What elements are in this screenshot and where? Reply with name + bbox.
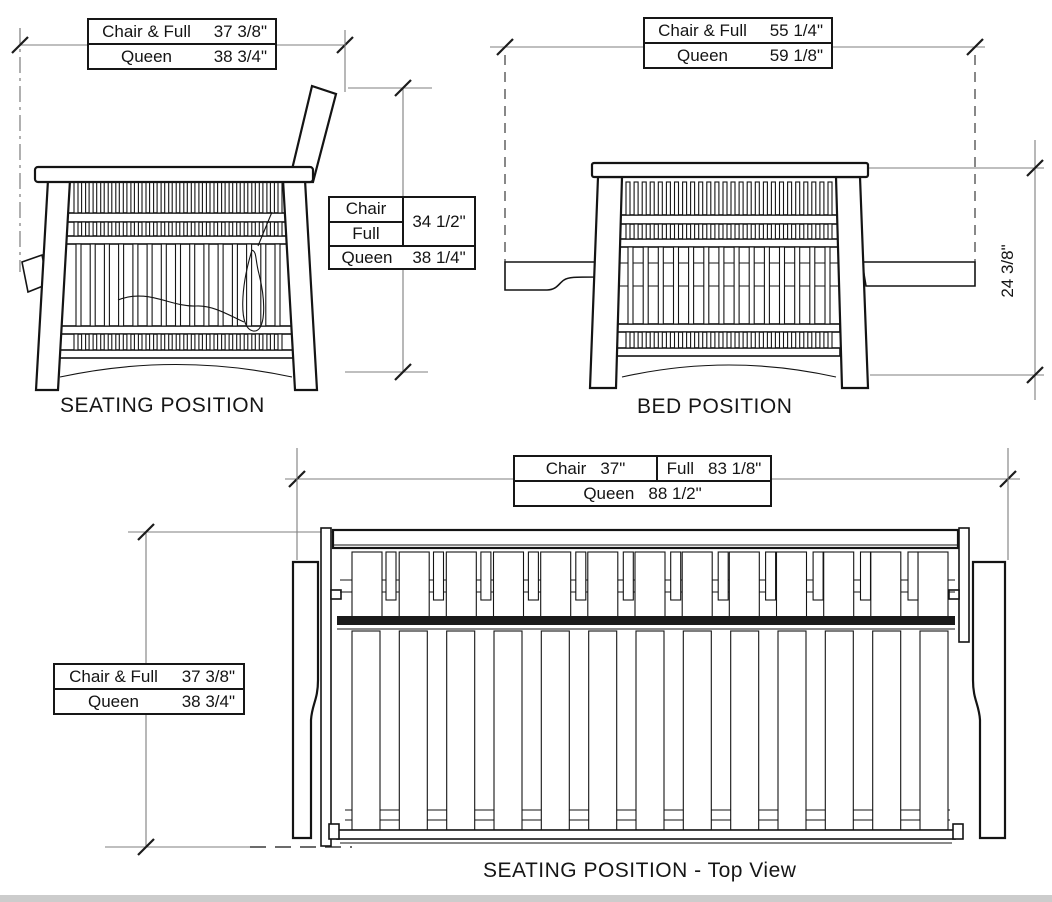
dim-label: Full (330, 220, 402, 246)
bed-side-view-drawing (504, 161, 976, 390)
seating-width-dim-box: Chair & Full 37 3/8" Queen 38 3/4" (87, 18, 277, 70)
tick-mark (394, 79, 412, 97)
pivot-bracket (948, 589, 960, 600)
dim-value: 59 1/8" (769, 45, 823, 65)
left-back-stile (320, 527, 332, 847)
seat-front-rail (336, 829, 956, 840)
slat-row (75, 243, 281, 327)
top-view-label: SEATING POSITION - Top View (483, 859, 797, 882)
corner-bracket (952, 823, 964, 840)
dim-label: Chair (545, 458, 587, 478)
slat-row (73, 181, 283, 214)
dim-row: Chair Full 34 1/2" (330, 198, 474, 245)
seating-position-label: SEATING POSITION (60, 394, 265, 417)
tick-mark (966, 38, 984, 56)
left-arm-panel (291, 560, 320, 840)
rail (611, 238, 841, 248)
slat-row (625, 223, 833, 240)
dim-value: 55 1/4" (769, 20, 823, 40)
slat-row (73, 221, 283, 237)
rail (57, 349, 299, 359)
dim-label: Chair & Full (658, 20, 747, 40)
dim-row: Queen 88 1/2" (515, 480, 770, 505)
slat-row (351, 630, 949, 831)
tick-mark (137, 523, 155, 541)
dim-label: Full (666, 458, 695, 478)
slat-row (385, 551, 919, 601)
dim-row: Queen 38 1/4" (330, 245, 474, 268)
rail (611, 347, 841, 357)
slat-row (625, 181, 833, 216)
fabric-outline (242, 249, 265, 332)
dim-label: Queen (120, 46, 173, 66)
seat-back-rail (337, 616, 955, 625)
top-rail (590, 161, 870, 179)
dim-value: 38 1/4" (412, 247, 466, 267)
corner-bracket (328, 823, 340, 840)
dim-value: 37 3/8" (181, 666, 235, 686)
slat-row (627, 246, 831, 325)
arched-stretcher (621, 364, 837, 378)
tick-mark (394, 363, 412, 381)
dim-row: Queen 59 1/8" (645, 42, 831, 67)
page-edge-strip (0, 895, 1052, 902)
fabric-outline (257, 211, 273, 247)
dim-row: Queen 38 3/4" (89, 43, 275, 68)
dim-row: Chair & Full 55 1/4" (645, 19, 831, 42)
dim-row: Chair 37" Full 83 1/8" (515, 457, 770, 480)
dim-value: 83 1/8" (708, 458, 762, 478)
topview-length-dim-box: Chair 37" Full 83 1/8" Queen 88 1/2" (513, 455, 772, 507)
tick-mark (1026, 366, 1044, 384)
dim-row: Chair & Full 37 3/8" (55, 665, 243, 688)
tick-mark (11, 36, 29, 54)
dim-label: Queen (87, 691, 140, 711)
dim-label: Chair & Full (102, 21, 191, 41)
dim-value: 34 1/2" (412, 211, 466, 231)
left-leg (588, 175, 624, 390)
pivot-bracket (330, 589, 342, 600)
dim-value: 38 3/4" (213, 46, 267, 66)
bed-deck-left (504, 261, 598, 291)
dim-value: 37" (600, 458, 626, 478)
dim-value: 38 3/4" (181, 691, 235, 711)
dim-label: Chair (345, 199, 387, 219)
rail (611, 323, 841, 333)
tick-mark (1026, 159, 1044, 177)
dim-value: 88 1/2" (648, 483, 702, 503)
dim-label: Chair & Full (69, 666, 158, 686)
topview-depth-dim-box: Chair & Full 37 3/8" Queen 38 3/4" (53, 663, 245, 715)
dim-cell: Chair 37" (515, 457, 656, 480)
seating-side-view-drawing (21, 84, 338, 392)
rail (611, 214, 841, 225)
backrest-top-rail (331, 528, 960, 550)
right-leg (834, 175, 870, 390)
dim-row: Chair & Full 37 3/8" (89, 20, 275, 43)
dim-label: Queen (583, 483, 635, 503)
rail (57, 212, 299, 223)
dim-cell: Full 83 1/8" (656, 457, 770, 480)
armrest (33, 165, 315, 184)
dim-label: Queen (676, 45, 729, 65)
bed-deck-right (861, 261, 976, 287)
right-back-stile (958, 527, 970, 643)
seating-height-dim-box: Chair Full 34 1/2" Queen 38 1/4" (328, 196, 476, 270)
bed-width-dim-box: Chair & Full 55 1/4" Queen 59 1/8" (643, 17, 833, 69)
rail (57, 325, 299, 335)
arched-stretcher (59, 363, 293, 378)
dim-row: Queen 38 3/4" (55, 688, 243, 713)
bed-position-label: BED POSITION (637, 395, 793, 418)
bed-height-dimension-text: 24 3/8" (998, 244, 1017, 297)
top-view-drawing (291, 527, 1007, 847)
seating-side-dimensions (11, 28, 432, 381)
fabric-outline (117, 295, 245, 323)
tick-mark (496, 38, 514, 56)
dim-label: Queen (341, 247, 393, 267)
dim-value: 37 3/8" (213, 21, 267, 41)
tick-mark (137, 838, 155, 856)
slat-row (625, 331, 833, 349)
right-arm-panel (971, 560, 1007, 840)
dim-label-column: Chair Full (330, 198, 404, 245)
slat-row (73, 333, 283, 351)
